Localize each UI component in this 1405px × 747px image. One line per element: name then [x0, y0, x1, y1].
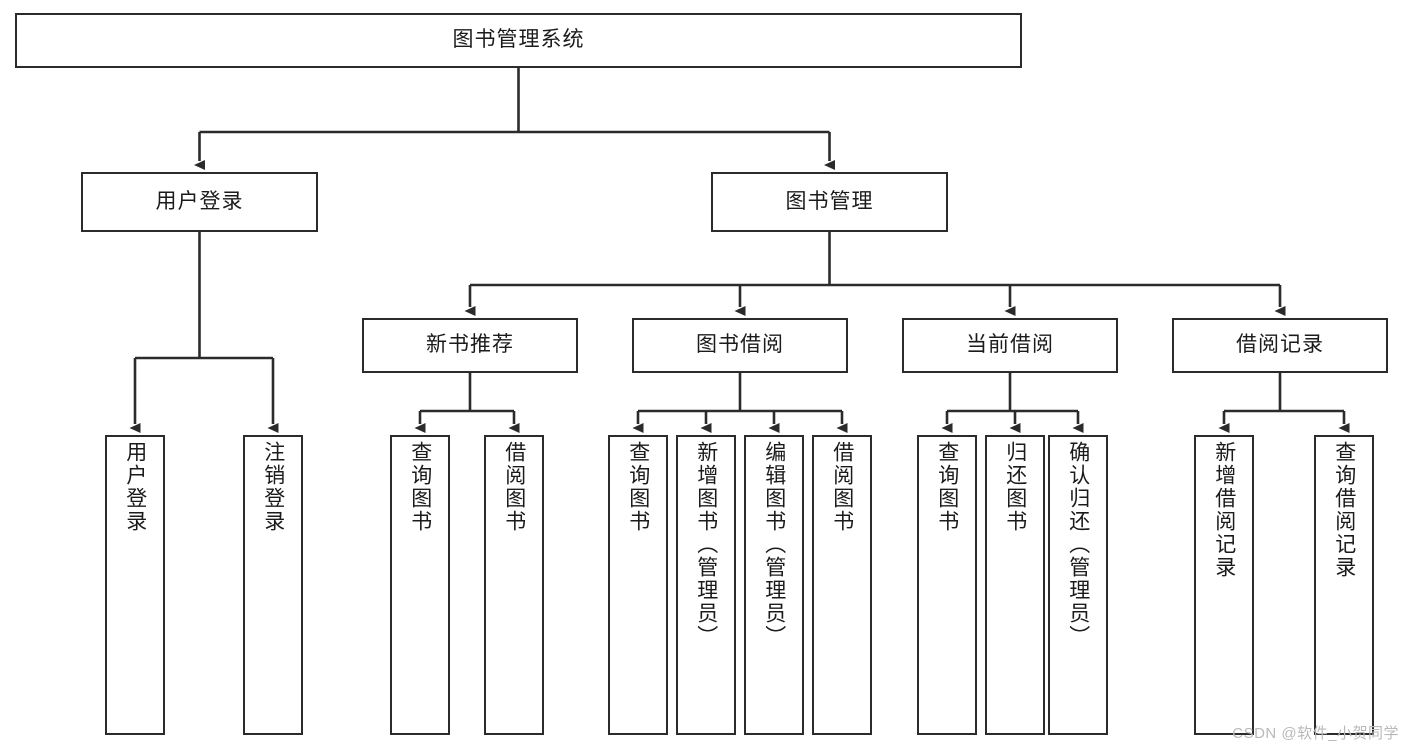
node-label: 新书推荐 — [426, 333, 514, 357]
node-root[interactable]: 图书管理系统 — [15, 13, 1022, 68]
node-book_borrow[interactable]: 图书借阅 — [632, 318, 848, 373]
node-leaf_user_login[interactable]: 用户登录 — [105, 435, 165, 735]
node-leaf_rec_borrow[interactable]: 借阅图书 — [484, 435, 544, 735]
node-label: 借阅记录 — [1236, 333, 1324, 357]
node-label: 图书管理 — [785, 189, 874, 213]
node-label: 借阅图书 — [830, 441, 854, 533]
node-user_login[interactable]: 用户登录 — [81, 172, 318, 232]
node-label: 当前借阅 — [966, 333, 1054, 357]
node-leaf_bb_edit[interactable]: 编辑图书（管理员） — [744, 435, 804, 735]
node-leaf_cb_query[interactable]: 查询图书 — [917, 435, 977, 735]
node-label: 查询图书 — [935, 441, 959, 533]
node-leaf_bb_borrow[interactable]: 借阅图书 — [812, 435, 872, 735]
node-label: 新增图书（管理员） — [694, 441, 718, 648]
node-label: 图书借阅 — [696, 333, 784, 357]
node-label: 用户登录 — [123, 441, 147, 533]
node-label: 新增借阅记录 — [1212, 441, 1236, 579]
node-leaf_cb_confirm[interactable]: 确认归还（管理员） — [1048, 435, 1108, 735]
node-label: 用户登录 — [155, 189, 244, 213]
node-label: 注销登录 — [261, 441, 285, 533]
node-label: 图书管理系统 — [452, 28, 585, 52]
node-label: 编辑图书（管理员） — [762, 441, 786, 648]
node-cur_borrow[interactable]: 当前借阅 — [902, 318, 1118, 373]
node-leaf_user_logout[interactable]: 注销登录 — [243, 435, 303, 735]
node-leaf_cb_return[interactable]: 归还图书 — [985, 435, 1045, 735]
node-leaf_bl_add[interactable]: 新增借阅记录 — [1194, 435, 1254, 735]
node-label: 确认归还（管理员） — [1066, 441, 1090, 648]
node-new_book_rec[interactable]: 新书推荐 — [362, 318, 578, 373]
node-label: 查询图书 — [626, 441, 650, 533]
node-borrow_log[interactable]: 借阅记录 — [1172, 318, 1388, 373]
node-leaf_bb_query[interactable]: 查询图书 — [608, 435, 668, 735]
node-leaf_bl_query[interactable]: 查询借阅记录 — [1314, 435, 1374, 735]
watermark: CSDN @软件_小贺同学 — [1232, 725, 1399, 742]
node-label: 归还图书 — [1003, 441, 1027, 533]
node-leaf_rec_query[interactable]: 查询图书 — [390, 435, 450, 735]
node-label: 借阅图书 — [502, 441, 526, 533]
node-book_mgmt[interactable]: 图书管理 — [711, 172, 948, 232]
node-leaf_bb_add[interactable]: 新增图书（管理员） — [676, 435, 736, 735]
node-label: 查询图书 — [408, 441, 432, 533]
node-label: 查询借阅记录 — [1332, 441, 1356, 579]
